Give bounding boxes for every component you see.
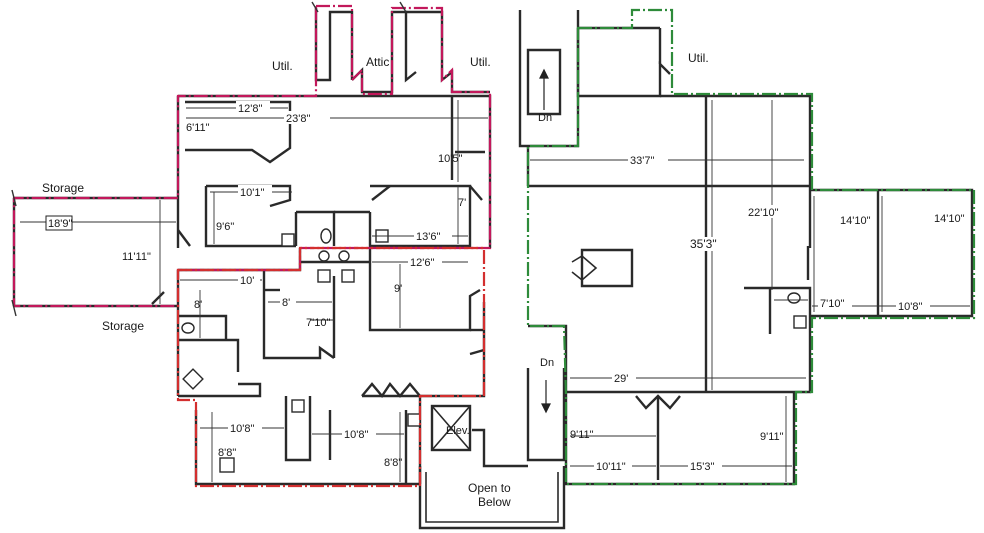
dimension-lines <box>20 100 970 482</box>
dim-9: 9' <box>394 283 402 295</box>
dim-9-11b: 9'11" <box>760 431 784 443</box>
dim-11-11: 11'11" <box>122 251 151 263</box>
label-util-left: Util. <box>272 59 293 73</box>
dim-29: 29' <box>614 373 628 385</box>
sink-icon <box>793 315 807 329</box>
toilet-icon <box>338 250 350 262</box>
dim-10-5: 10'5" <box>438 153 462 165</box>
dim-10-11: 10'11" <box>596 461 626 473</box>
label-attic: Attic <box>366 55 389 69</box>
arrow-up-icon <box>539 68 549 79</box>
dim-10-8b: 10'8" <box>344 429 368 441</box>
label-dn-top: Dn <box>538 112 552 124</box>
toilet-icon <box>181 322 195 334</box>
label-below: Below <box>478 495 511 509</box>
dim-14-10b: 14'10" <box>934 213 965 225</box>
toilet-icon <box>318 250 330 262</box>
dimension-labels: 12'8" 6'11" 23'8" 10'5" 10'1" 9'6" 7' 13… <box>45 101 965 473</box>
dim-8-8b: 8'8" <box>384 457 402 469</box>
dim-15-3: 15'3" <box>690 461 714 473</box>
label-open-to: Open to <box>468 481 511 495</box>
dim-12-8: 12'8" <box>238 103 262 115</box>
dim-9-6: 9'6" <box>216 221 234 233</box>
dim-33-7: 33'7" <box>630 155 654 167</box>
dim-7: 7' <box>458 197 466 209</box>
dim-7-10b: 7'10" <box>820 298 844 310</box>
toilet-icon <box>320 228 332 244</box>
zone-outlines <box>12 4 976 488</box>
sink-icon <box>407 413 421 427</box>
label-storage-top: Storage <box>42 181 84 195</box>
label-util-mid: Util. <box>470 55 491 69</box>
dim-8b: 8' <box>282 297 290 309</box>
dim-8-8a: 8'8" <box>218 447 236 459</box>
dim-10: 10' <box>240 275 254 287</box>
sink-icon <box>341 269 355 283</box>
magenta-zone-outline <box>12 4 492 308</box>
dim-22-10: 22'10" <box>748 207 779 219</box>
dim-8a: 8' <box>194 299 202 311</box>
sink-icon <box>219 457 235 473</box>
sink-icon <box>182 368 204 390</box>
room-labels: Util. Attic Util. Util. Storage Storage … <box>42 51 709 509</box>
dim-23-8: 23'8" <box>286 113 310 125</box>
label-util-right: Util. <box>688 51 709 65</box>
dim-6-11: 6'11" <box>186 122 210 134</box>
dim-10-8a: 10'8" <box>230 423 254 435</box>
red-zone-outline <box>176 246 486 488</box>
dim-35-3: 35'3" <box>690 237 717 251</box>
walls <box>12 8 974 530</box>
dim-18-9: 18'9" <box>48 218 72 230</box>
sink-icon <box>291 399 305 413</box>
dim-14-10a: 14'10" <box>840 215 871 227</box>
label-storage-bottom: Storage <box>102 319 144 333</box>
dim-10-8c: 10'8" <box>898 301 922 313</box>
toilet-icon <box>787 292 801 304</box>
arrow-down-icon <box>541 403 551 414</box>
label-dn-bottom: Dn <box>540 357 554 369</box>
stair-arrows <box>539 68 551 414</box>
label-elev: Elev. <box>446 425 470 437</box>
dim-10-1: 10'1" <box>240 187 264 199</box>
section-markers <box>11 1 407 317</box>
sink-icon <box>281 233 295 247</box>
sink-icon <box>317 269 331 283</box>
dim-9-11a: 9'11" <box>570 429 594 441</box>
dim-13-6: 13'6" <box>416 231 440 243</box>
green-zone-outline <box>526 8 976 486</box>
plumbing-fixtures <box>181 228 807 473</box>
dim-12-6: 12'6" <box>410 257 434 269</box>
dim-7-10a: 7'10" <box>306 317 330 329</box>
